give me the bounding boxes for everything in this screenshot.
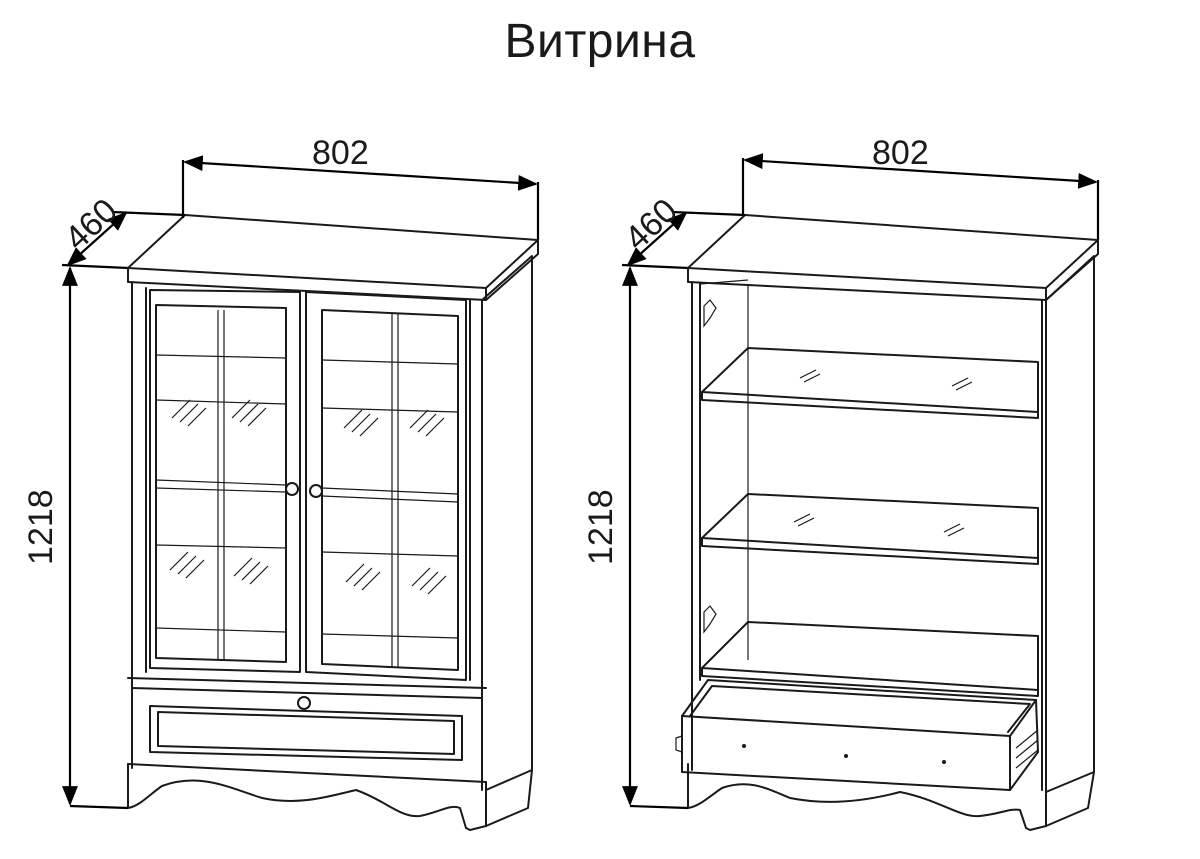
left-width-label: 802 (312, 134, 369, 172)
middle-shelf (701, 493, 1039, 565)
right-height-dimension: 1218 (582, 266, 689, 810)
cabinet-open-view (675, 214, 1099, 831)
right-width-dimension: 802 (741, 134, 1100, 240)
right-depth-dimension: 460 (618, 191, 746, 270)
right-depth-label: 460 (618, 191, 685, 257)
left-width-dimension: 802 (181, 134, 540, 240)
left-height-label: 1218 (22, 489, 60, 565)
left-height-dimension: 1218 (22, 266, 129, 810)
left-depth-label: 460 (58, 191, 125, 257)
left-depth-dimension: 460 (58, 191, 186, 270)
right-width-label: 802 (872, 134, 929, 172)
upper-shelf (701, 347, 1039, 419)
right-height-label: 1218 (582, 489, 620, 565)
cabinet-closed-view (127, 214, 539, 831)
diagram-title: Витрина (504, 15, 696, 68)
open-drawer (675, 679, 1039, 791)
right-glass-door (305, 291, 467, 681)
left-glass-door (149, 289, 301, 673)
closed-drawer (127, 677, 487, 761)
